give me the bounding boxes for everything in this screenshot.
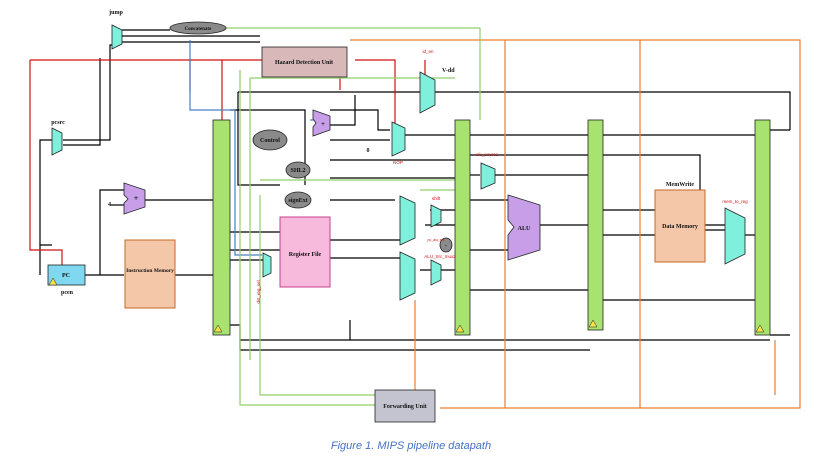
instruction-memory-label: Instruction Memory <box>126 268 174 274</box>
hazard-unit-label: Hazard Detection Unit <box>275 60 333 66</box>
clock-triangle-icon <box>455 324 465 333</box>
memwrite-label: MemWrite <box>666 182 695 188</box>
hazard-detection-unit: Hazard Detection Unit <box>261 46 348 78</box>
dst-source-mux <box>480 162 496 190</box>
clock-triangle-icon <box>213 324 223 333</box>
mem-wb-latch <box>754 119 771 336</box>
forwarding-unit: Forwarding Unit <box>374 389 436 423</box>
clock-triangle-icon <box>755 324 765 333</box>
alu-label: ALU <box>518 226 531 232</box>
if-id-en-mux <box>419 71 436 114</box>
shift-mux <box>430 204 442 228</box>
clock-triangle-icon <box>48 277 58 286</box>
plus-icon: + <box>134 194 139 203</box>
plus-icon: + <box>321 120 325 128</box>
alu-src-oval: - <box>439 237 453 253</box>
dst-source-label: alu_source <box>476 152 499 157</box>
control-oval: Control <box>252 129 288 151</box>
branch-adder: + <box>312 109 331 137</box>
shl2-label: SHL2 <box>290 168 305 174</box>
clock-triangle-icon <box>588 319 598 328</box>
nop-mux <box>391 121 406 157</box>
wires <box>29 27 801 409</box>
reg-dst-mux <box>262 252 272 278</box>
instruction-memory-block: Instruction Memory <box>124 239 176 309</box>
control-label: Control <box>260 138 280 144</box>
concatenate-label: Concatenate <box>185 27 212 32</box>
shl2-oval: SHL2 <box>285 161 311 179</box>
vdd-label: V-dd <box>442 68 455 74</box>
minus-icon: - <box>445 243 447 249</box>
alu-src-mux2-label: ALU_Src_mux2 <box>424 254 456 259</box>
jump-mux <box>111 24 123 50</box>
pc-block: PC <box>47 264 86 286</box>
shift-label: shift <box>432 196 441 201</box>
sign-ext-label: signExt <box>288 198 307 204</box>
pc-alu-src-label: pc_alu_src <box>428 238 445 242</box>
rd-sel-label: dst_reg_sel <box>256 280 261 303</box>
jump-label: jump <box>108 10 123 16</box>
data-memory-label: Data Memory <box>662 224 698 230</box>
mem-to-reg-label: mem_to_reg <box>722 199 748 204</box>
pc-adder: + <box>123 182 146 215</box>
pcsrc-label: pcsrc <box>51 120 65 126</box>
pcen-label: pcen <box>61 290 74 296</box>
forwarding-unit-label: Forwarding Unit <box>383 404 427 410</box>
sign-ext-oval: signExt <box>284 191 312 209</box>
mem-to-reg-mux <box>724 207 746 265</box>
concatenate-oval: Concatenate <box>169 21 227 35</box>
register-file-block: Register File <box>279 216 331 288</box>
if-id-latch <box>212 119 231 336</box>
nop-label: NOP <box>393 160 403 165</box>
register-file-label: Register File <box>289 252 322 258</box>
id-en-label: id_en <box>422 49 434 54</box>
pcsrc-mux <box>51 127 63 156</box>
figure-caption: Figure 1. MIPS pipeline datapath <box>330 440 492 452</box>
const-four-label: 4 <box>108 202 111 208</box>
id-ex-latch <box>454 119 471 336</box>
pipeline-latches <box>212 119 771 336</box>
multiplexers <box>51 24 746 301</box>
alu-src2-mux <box>430 259 442 286</box>
data-memory-block: Data Memory <box>654 189 706 263</box>
rs-forward-mux <box>399 195 416 246</box>
ex-mem-latch <box>587 119 604 331</box>
rt-forward-mux <box>399 251 416 301</box>
pc-label: PC <box>62 273 70 279</box>
const-zero-label: 0 <box>367 148 370 154</box>
alu-block: ALU <box>507 194 541 261</box>
